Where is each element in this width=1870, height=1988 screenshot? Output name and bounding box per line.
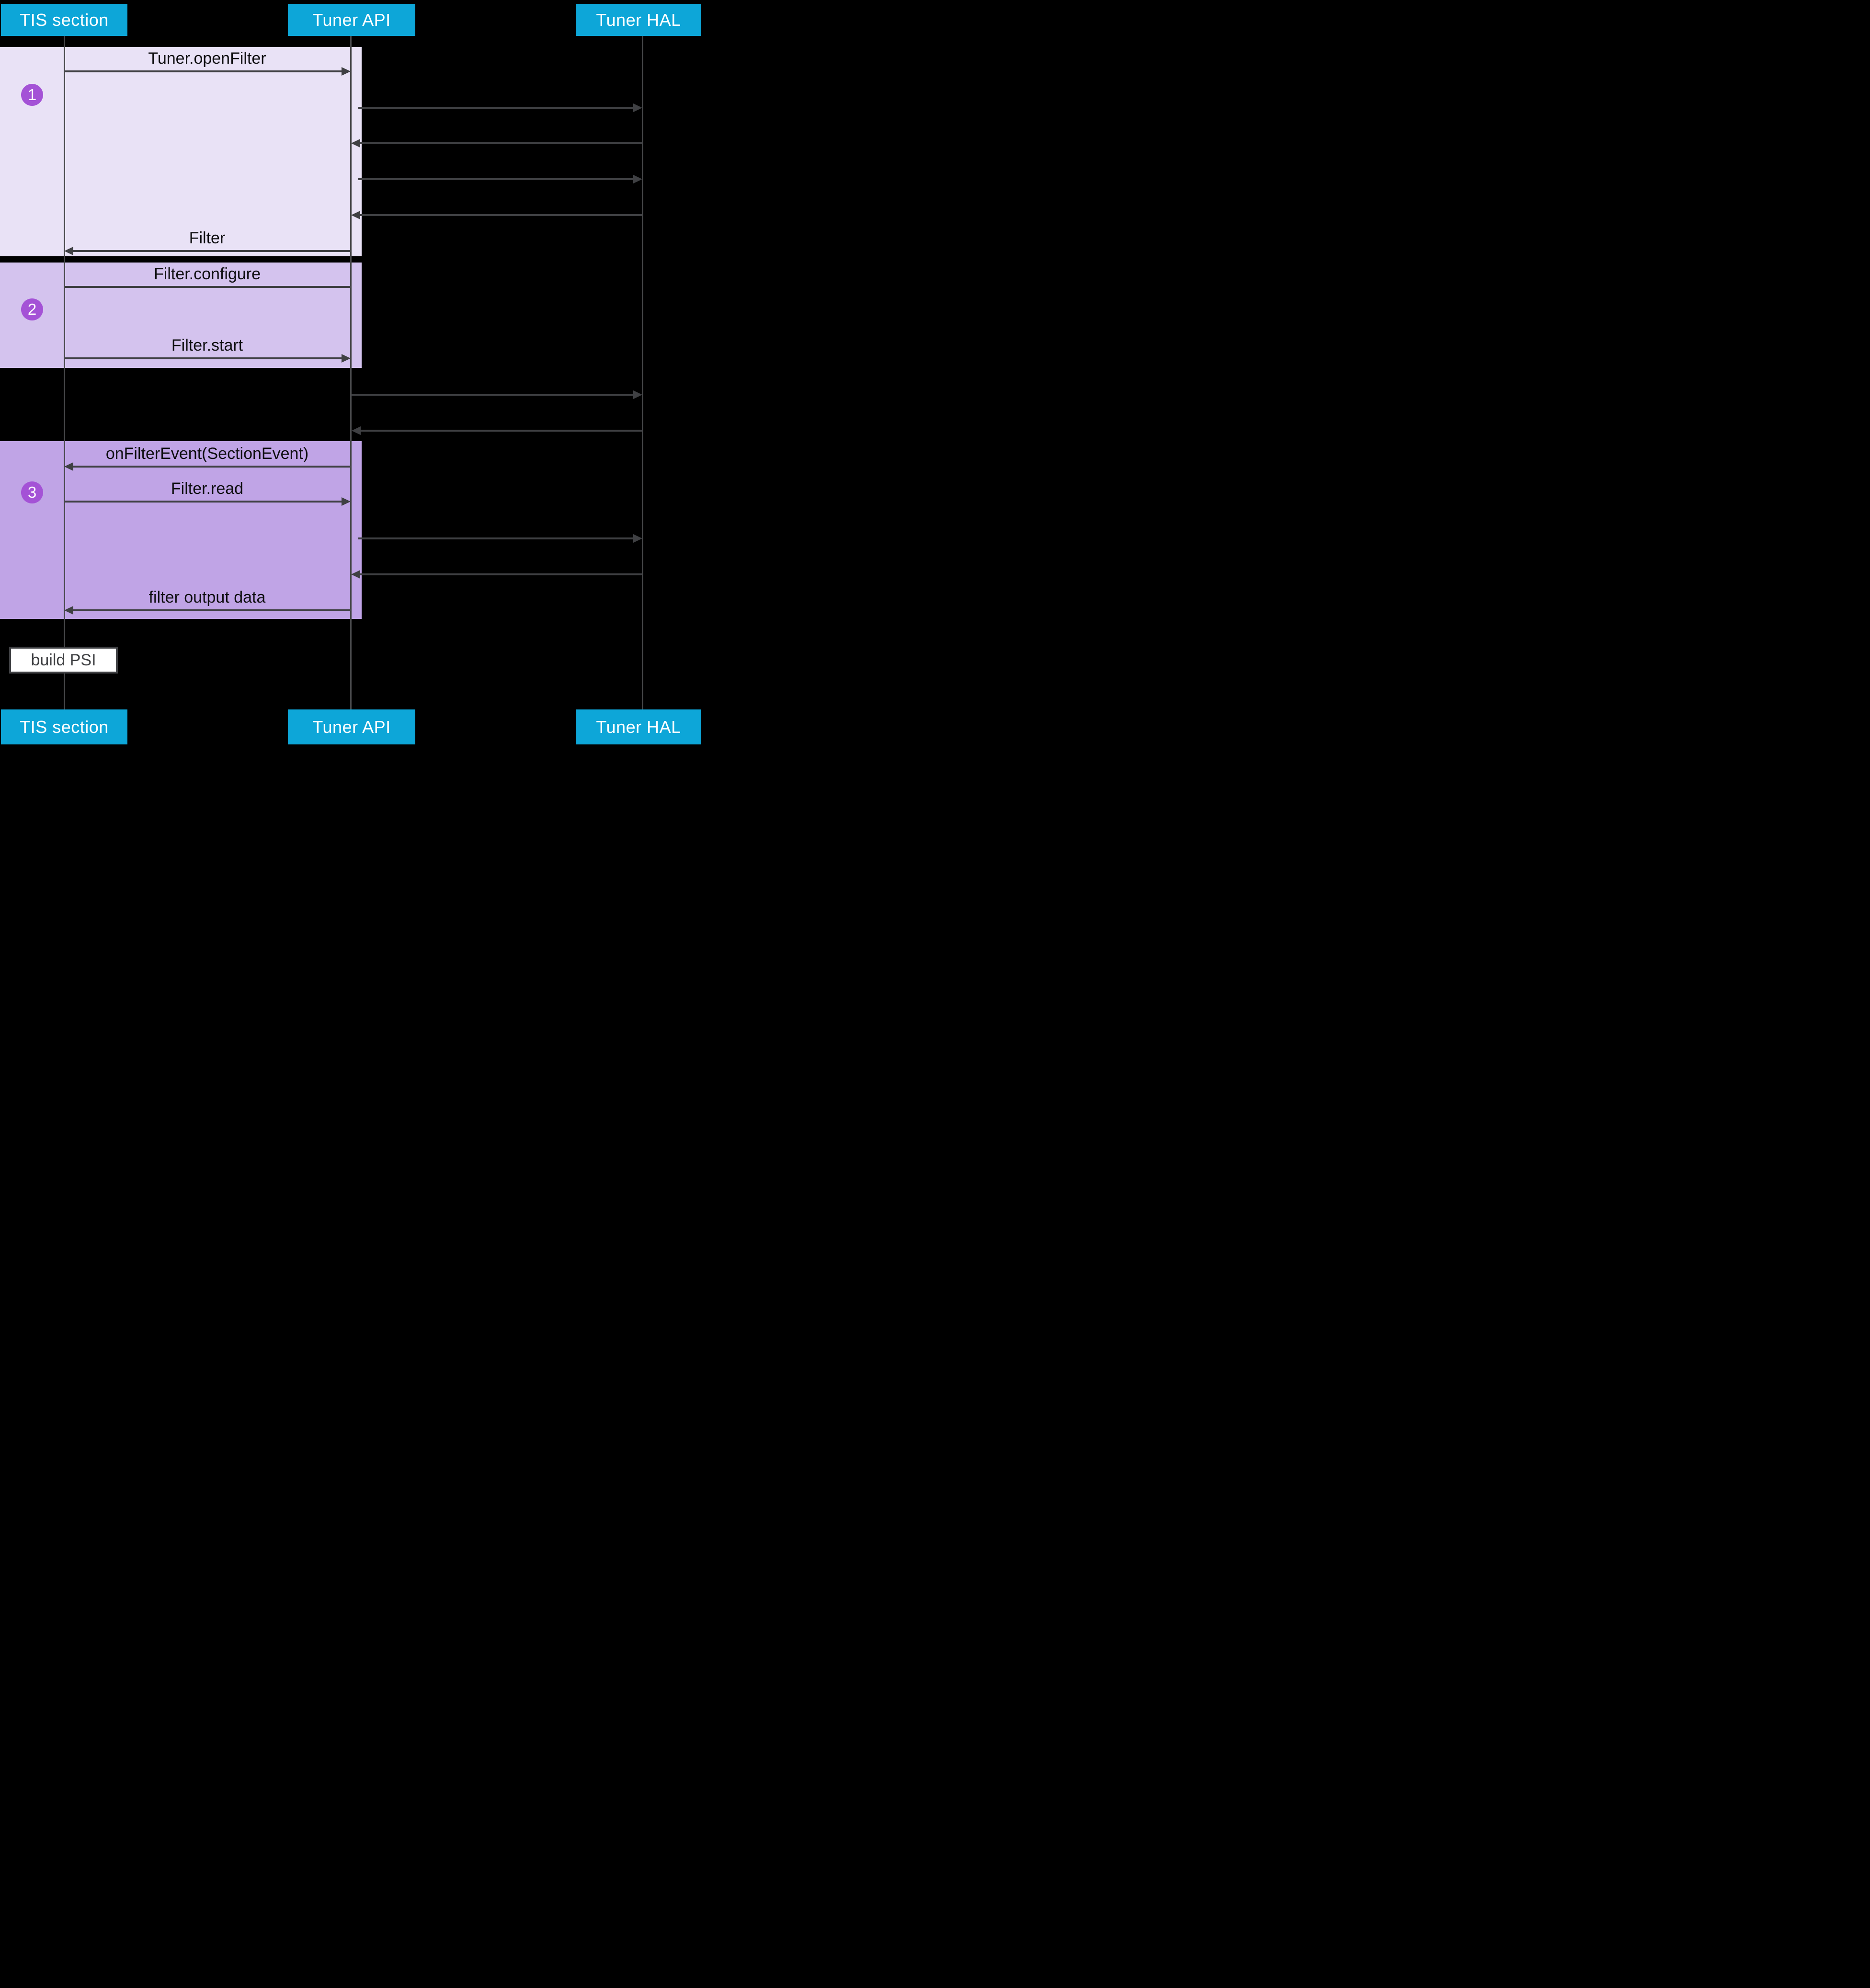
arrowhead-left-icon bbox=[351, 570, 360, 579]
participant-header-tis-top: TIS section bbox=[1, 4, 127, 36]
hal-arrow-5 bbox=[352, 394, 633, 396]
message-label-filter-return: Filter bbox=[189, 229, 226, 247]
participant-header-api-bottom: Tuner API bbox=[288, 709, 415, 744]
arrowhead-left-icon bbox=[64, 606, 73, 615]
arrowhead-right-icon bbox=[342, 497, 351, 506]
arrowhead-left-icon bbox=[64, 462, 73, 471]
message-arrow-filter-configure bbox=[65, 286, 350, 288]
step-1-badge: 1 bbox=[21, 84, 43, 106]
arrowhead-right-icon bbox=[633, 103, 642, 112]
arrowhead-left-icon bbox=[351, 139, 360, 148]
participant-header-api-top: Tuner API bbox=[288, 4, 415, 36]
note-label: build PSI bbox=[31, 651, 96, 669]
participant-label: Tuner HAL bbox=[596, 10, 681, 30]
participant-header-tis-bottom: TIS section bbox=[1, 709, 127, 744]
message-arrow-filter-output bbox=[73, 609, 350, 611]
hal-arrow-6 bbox=[361, 430, 642, 432]
arrowhead-right-icon bbox=[633, 175, 642, 183]
hal-arrow-4 bbox=[360, 214, 642, 216]
message-label-onfilterevent: onFilterEvent(SectionEvent) bbox=[105, 445, 309, 463]
step-2-badge: 2 bbox=[21, 298, 43, 320]
arrowhead-right-icon bbox=[633, 390, 642, 399]
lifeline-api bbox=[350, 36, 352, 709]
section-1-activation-box bbox=[0, 47, 362, 256]
arrowhead-right-icon bbox=[342, 354, 351, 363]
step-number: 1 bbox=[27, 86, 37, 103]
note-build-psi: build PSI bbox=[9, 647, 118, 674]
step-3-badge: 3 bbox=[21, 481, 43, 503]
lifeline-hal bbox=[642, 36, 643, 709]
message-label-filter-output: filter output data bbox=[148, 588, 266, 606]
participant-header-hal-top: Tuner HAL bbox=[576, 4, 701, 36]
message-arrow-filter-start bbox=[65, 357, 342, 359]
message-label-filter-configure: Filter.configure bbox=[154, 265, 261, 283]
step-number: 3 bbox=[27, 483, 37, 501]
message-label-filter-start: Filter.start bbox=[171, 336, 243, 354]
arrowhead-left-icon bbox=[351, 211, 360, 219]
participant-label: TIS section bbox=[20, 717, 109, 737]
section-3-activation-box bbox=[0, 441, 362, 619]
arrowhead-left-icon bbox=[352, 426, 361, 435]
message-label-tuner-openfilter: Tuner.openFilter bbox=[148, 49, 266, 68]
message-arrow-filter-read bbox=[65, 501, 342, 503]
arrowhead-right-icon bbox=[342, 67, 351, 76]
lifeline-tis bbox=[64, 36, 65, 709]
hal-arrow-1 bbox=[358, 107, 633, 109]
arrowhead-right-icon bbox=[633, 534, 642, 543]
message-label-filter-read: Filter.read bbox=[171, 480, 244, 498]
message-arrow-tuner-openfilter bbox=[65, 70, 342, 72]
participant-label: Tuner HAL bbox=[596, 717, 681, 737]
sequence-diagram: TIS section Tuner API Tuner HAL 1 2 3 Tu… bbox=[0, 0, 701, 745]
participant-header-hal-bottom: Tuner HAL bbox=[576, 709, 701, 744]
hal-arrow-2 bbox=[360, 142, 642, 144]
message-arrow-filter-return bbox=[73, 250, 350, 252]
hal-arrow-8 bbox=[360, 573, 642, 575]
participant-label: Tuner API bbox=[312, 717, 391, 737]
participant-label: Tuner API bbox=[312, 10, 391, 30]
message-arrow-onfilterevent bbox=[73, 466, 350, 468]
hal-arrow-3 bbox=[358, 178, 633, 180]
arrowhead-left-icon bbox=[64, 247, 73, 255]
section-2-activation-box bbox=[0, 263, 362, 368]
step-number: 2 bbox=[27, 300, 37, 318]
hal-arrow-7 bbox=[358, 537, 633, 539]
participant-label: TIS section bbox=[20, 10, 109, 30]
